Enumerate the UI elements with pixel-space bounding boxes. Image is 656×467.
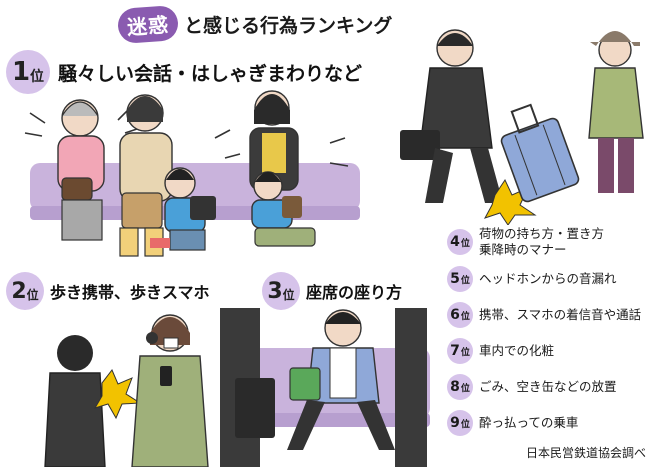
- illustration-noisy-passengers: [24, 90, 360, 257]
- rank-1-text: 騒々しい会話・はしゃぎまわりなど: [58, 62, 363, 85]
- rank-2-badge: 2 位: [6, 272, 44, 310]
- illustration-walking-smartphone: [44, 314, 209, 467]
- rank-1-header: 1 位 騒々しい会話・はしゃぎまわりなど: [6, 50, 362, 94]
- rank-3-header: 3 位 座席の座り方: [262, 272, 402, 310]
- page-title: 迷惑 と感じる行為ランキング: [116, 4, 393, 44]
- rank-2-text: 歩き携帯、歩きスマホ: [50, 283, 210, 302]
- rank-1-badge: 1 位: [6, 50, 50, 94]
- illustration-seat-spread: [220, 308, 430, 467]
- rank-3-text: 座席の座り方: [306, 283, 403, 302]
- rank-2-header: 2 位 歩き携帯、歩きスマホ: [6, 272, 210, 310]
- illustration-luggage-trip: [400, 29, 644, 225]
- rank-3-badge: 3 位: [262, 272, 300, 310]
- title-text: と感じる行為ランキング: [184, 14, 393, 37]
- title-badge: 迷惑: [116, 4, 180, 44]
- source-credit: 日本民営鉄道協会調べ: [525, 446, 646, 460]
